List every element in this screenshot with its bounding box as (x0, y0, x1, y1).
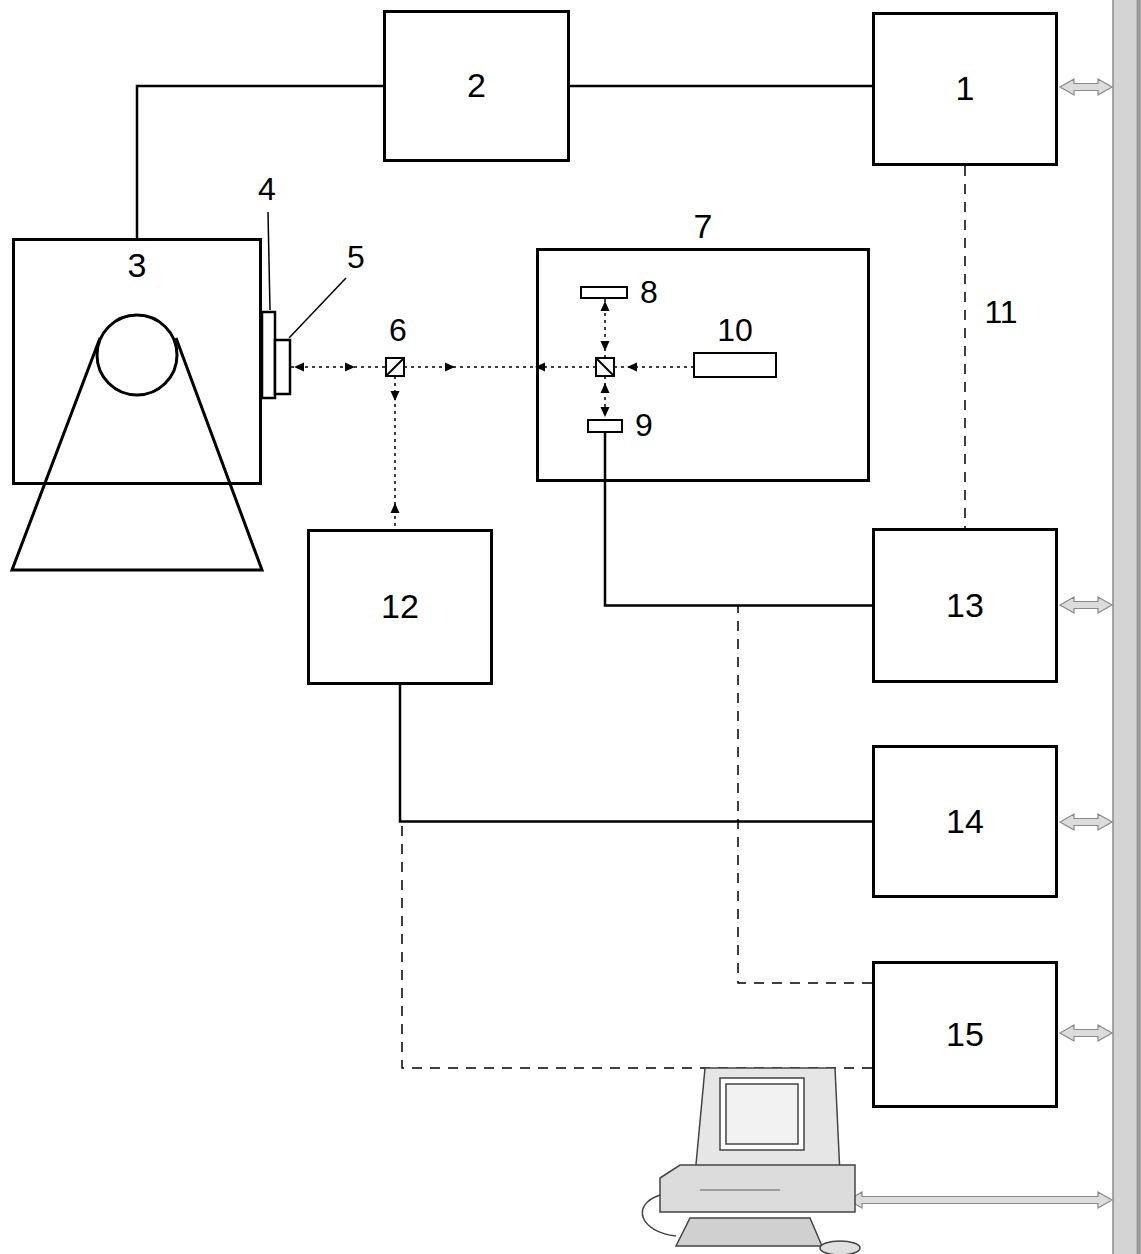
unit-box: 15 (872, 961, 1058, 1108)
beam-arrowhead (391, 503, 400, 513)
drum-circle (97, 315, 177, 395)
signal-wire (137, 86, 383, 238)
beam-arrowhead (601, 407, 610, 417)
callout-number: 2 (467, 67, 486, 104)
drive-slot (700, 1189, 780, 1191)
beam-splitter-diagonal (596, 358, 614, 376)
leader-line (289, 278, 346, 338)
callout-number: 12 (381, 588, 419, 625)
unit-box: 81097 (536, 248, 870, 482)
callout-number: 14 (946, 803, 984, 840)
bus-arrow (1060, 1025, 1112, 1041)
laser-beam (404, 366, 596, 368)
keyboard-cable (642, 1195, 676, 1236)
unit-box: 12 (307, 529, 493, 685)
signal-tap-line (402, 823, 872, 1068)
link-label: 11 (982, 295, 1019, 330)
beam-splitter (596, 358, 614, 376)
callout-number: 6 (389, 313, 407, 348)
callout-number: 8 (640, 275, 658, 310)
unit-box: 3 (12, 238, 262, 485)
part-5-mirror (275, 340, 290, 394)
callout-number: 13 (946, 587, 984, 624)
beam-arrowhead (601, 341, 610, 351)
drawing-part (402, 606, 872, 1068)
mouse (820, 1241, 860, 1254)
bus-arrow (848, 1192, 1112, 1208)
monitor-glass (726, 1084, 798, 1144)
signal-wire (400, 685, 872, 822)
monitor-case (695, 1068, 840, 1175)
laser-beam (291, 366, 386, 368)
bus-arrow (1060, 79, 1112, 95)
callout-number: 9 (635, 408, 653, 443)
beam-arrowhead (391, 391, 400, 401)
bus-arrow (1060, 597, 1112, 613)
callout-number: 5 (347, 240, 365, 275)
beam-arrowhead (294, 363, 304, 372)
unit-box: 13 (872, 528, 1058, 683)
laser-beam (614, 366, 693, 368)
part-4-plate (262, 312, 275, 398)
beam-splitter (386, 358, 404, 376)
beam-arrowhead (445, 363, 455, 372)
monitor-screen (720, 1078, 804, 1150)
optical-element: 8 (580, 286, 628, 299)
bus-shadow (1137, 0, 1140, 1254)
optical-element: 9 (587, 419, 623, 433)
leader-line (268, 212, 270, 310)
callout-number: 10 (717, 313, 753, 348)
beam-arrowhead (601, 301, 610, 311)
control-link (964, 166, 966, 528)
data-bus (1113, 0, 1140, 1254)
beam-arrowhead (345, 363, 355, 372)
keyboard (676, 1218, 822, 1246)
optical-element: 10 (693, 352, 777, 378)
callout-number: 15 (946, 1016, 984, 1053)
beam-arrowhead (601, 383, 610, 393)
bus-arrow (1060, 814, 1112, 830)
drawing-part (291, 299, 693, 529)
callout-number: 7 (694, 208, 713, 245)
signal-wire (605, 433, 872, 606)
unit-box: 2 (383, 10, 570, 162)
unit-box: 14 (872, 745, 1058, 898)
callout-number: 3 (128, 247, 147, 284)
beam-splitter-diagonal (386, 358, 404, 376)
drawing-part (642, 1068, 860, 1254)
signal-tap-line (738, 606, 872, 983)
callout-number: 4 (258, 172, 276, 207)
unit-box: 1 (872, 12, 1058, 166)
signal-wire (570, 85, 872, 88)
callout-number: 1 (956, 70, 975, 107)
beam-arrowhead (627, 363, 637, 372)
computer-base (660, 1165, 855, 1212)
drawing-part (848, 79, 1112, 1208)
